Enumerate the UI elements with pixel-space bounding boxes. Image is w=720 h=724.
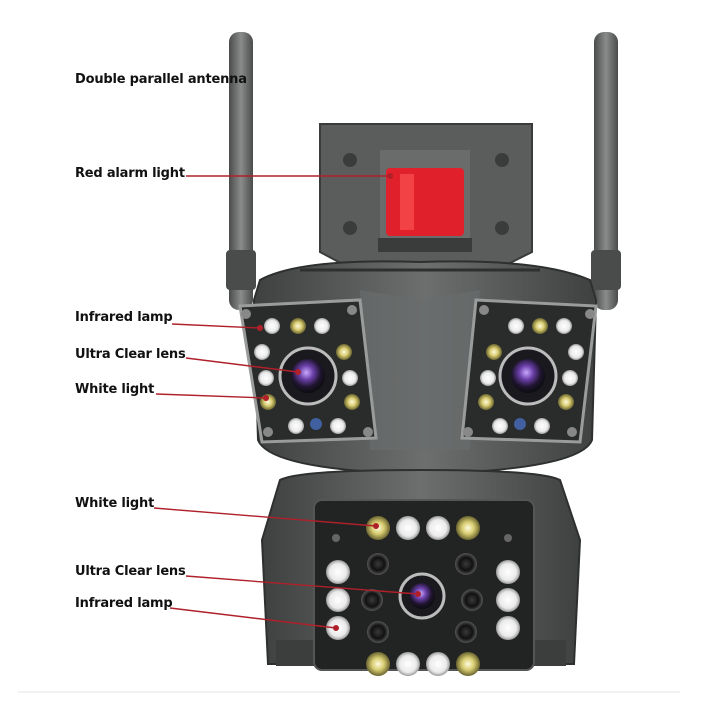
leader-dots	[257, 173, 421, 631]
label-red-alarm-light: Red alarm light	[75, 166, 185, 181]
right-led-ring	[478, 318, 584, 434]
lower-camera-panel	[313, 499, 535, 676]
label-ultra-clear-lens-bottom: Ultra Clear lens	[75, 564, 186, 579]
leader-lines	[153, 175, 419, 629]
left-camera-panel	[238, 298, 378, 444]
antenna-right	[591, 32, 621, 310]
label-double-parallel-antenna: Double parallel antenna	[75, 72, 247, 87]
left-led-ring	[254, 318, 360, 434]
label-infrared-lamp-top: Infrared lamp	[75, 310, 173, 325]
red-alarm-light	[378, 150, 472, 252]
label-white-light-bottom: White light	[75, 496, 155, 511]
label-ultra-clear-lens-top: Ultra Clear lens	[75, 347, 186, 362]
label-white-light-top: White light	[75, 382, 155, 397]
antenna-left	[226, 32, 256, 310]
lower-ir-leds	[361, 553, 483, 643]
label-infrared-lamp-bottom: Infrared lamp	[75, 596, 173, 611]
right-camera-panel	[460, 298, 598, 444]
lower-led-top-row	[366, 516, 480, 540]
lower-led-bottom-row	[366, 652, 480, 676]
lower-led-right-column	[496, 560, 520, 640]
